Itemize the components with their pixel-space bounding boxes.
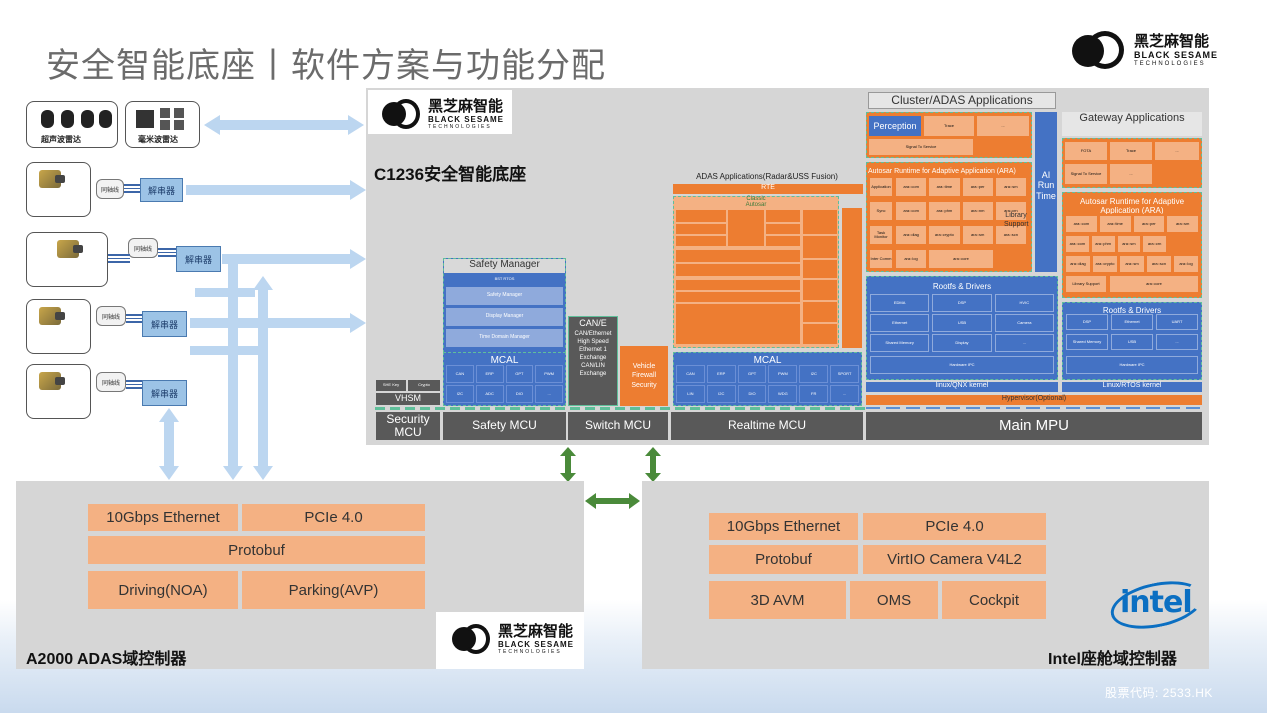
- ultrasonic-radar: 超声波雷达: [26, 101, 118, 148]
- vehicle-firewall: Vehicle Firewall Security: [620, 346, 668, 406]
- ultrasonic-label: 超声波雷达: [41, 135, 81, 144]
- page-title: 安全智能底座丨软件方案与功能分配: [46, 47, 606, 85]
- camera-sensor-2: [26, 232, 108, 287]
- coax-1: 同轴线: [96, 179, 124, 199]
- cluster-title: Cluster/ADAS Applications: [868, 92, 1056, 109]
- camera-sensor-3: [26, 299, 91, 354]
- logo-zh: 黑芝麻智能: [1134, 32, 1210, 50]
- c1236-name: C1236安全智能底座: [374, 165, 527, 184]
- a2000-name: A2000 ADAS域控制器: [26, 651, 187, 668]
- kernel-main: linux/QNX kernel: [866, 382, 1058, 392]
- coax-3: 同轴线: [96, 306, 126, 326]
- black-sesame-logo-icon: [1068, 28, 1128, 72]
- intel-protobuf: Protobuf: [709, 545, 858, 574]
- intel-oms: OMS: [850, 581, 938, 619]
- intel-pcie: PCIe 4.0: [863, 513, 1046, 540]
- c1236-logo: 黑芝麻智能 BLACK SESAME TECHNOLOGIES: [378, 97, 504, 131]
- intel-ethernet: 10Gbps Ethernet: [709, 513, 858, 540]
- deserializer-3: 解串器: [142, 311, 187, 337]
- a2000-pcie: PCIe 4.0: [242, 504, 425, 531]
- main-mpu: Main MPU: [866, 412, 1202, 440]
- logo-en1: BLACK SESAME: [1134, 49, 1219, 60]
- logo-en2: TECHNOLOGIES: [1134, 60, 1206, 67]
- deserializer-4: 解串器: [142, 380, 187, 406]
- switch-mcu: Switch MCU: [568, 412, 668, 440]
- hypervisor: Hypervisor(Optional): [866, 395, 1202, 405]
- intel-logo: intel: [1120, 585, 1193, 620]
- intel-name: Intel座舱域控制器: [1048, 651, 1177, 668]
- can-ethernet-switch: [568, 316, 618, 406]
- a2000-driving: Driving(NOA): [88, 571, 238, 609]
- a2000-ethernet: 10Gbps Ethernet: [88, 504, 238, 531]
- deserializer-2: 解串器: [176, 246, 221, 272]
- intel-virtio: VirtIO Camera V4L2: [863, 545, 1046, 574]
- ai-runtime: AI Run Time: [1035, 112, 1057, 272]
- mmwave-radar: 毫米波雷达: [125, 101, 200, 148]
- coax-4: 同轴线: [96, 372, 126, 392]
- deserializer-1: 解串器: [140, 178, 183, 202]
- camera-sensor-1: [26, 162, 91, 217]
- a2000-logo: 黑芝麻智能 BLACK SESAME TECHNOLOGIES: [448, 622, 574, 656]
- rte-bar: RTE: [673, 184, 863, 194]
- library-support: Library Support: [1004, 212, 1029, 228]
- camera-sensor-4: [26, 364, 91, 419]
- intel-panel: [642, 481, 1209, 669]
- perception: Perception: [869, 116, 921, 136]
- intel-3d-avm: 3D AVM: [709, 581, 846, 619]
- adas-apps-title: ADAS Applications(Radar&USS Fusion): [696, 172, 838, 181]
- intel-cockpit: Cockpit: [942, 581, 1046, 619]
- safety-mcu: Safety MCU: [443, 412, 566, 440]
- black-sesame-logo-icon: [378, 97, 422, 131]
- a2000-parking: Parking(AVP): [242, 571, 425, 609]
- security-mcu: Security MCU: [376, 412, 440, 440]
- realtime-mcu: Realtime MCU: [671, 412, 863, 440]
- stock-code: 股票代码: 2533.HK: [1105, 686, 1213, 700]
- coax-2: 同轴线: [128, 238, 158, 258]
- brand-logo: 黑芝麻智能 BLACK SESAME TECHNOLOGIES: [1068, 28, 1218, 72]
- a2000-protobuf: Protobuf: [88, 536, 425, 564]
- black-sesame-logo-icon: [448, 622, 492, 656]
- gateway-title: Gateway Applications: [1062, 112, 1202, 136]
- mmwave-label: 毫米波雷达: [138, 135, 178, 144]
- safety-manager-title: Safety Manager: [444, 259, 565, 273]
- vhsm: VHSM: [376, 393, 440, 405]
- kernel-gateway: Linux/RTOS kernel: [1062, 382, 1202, 392]
